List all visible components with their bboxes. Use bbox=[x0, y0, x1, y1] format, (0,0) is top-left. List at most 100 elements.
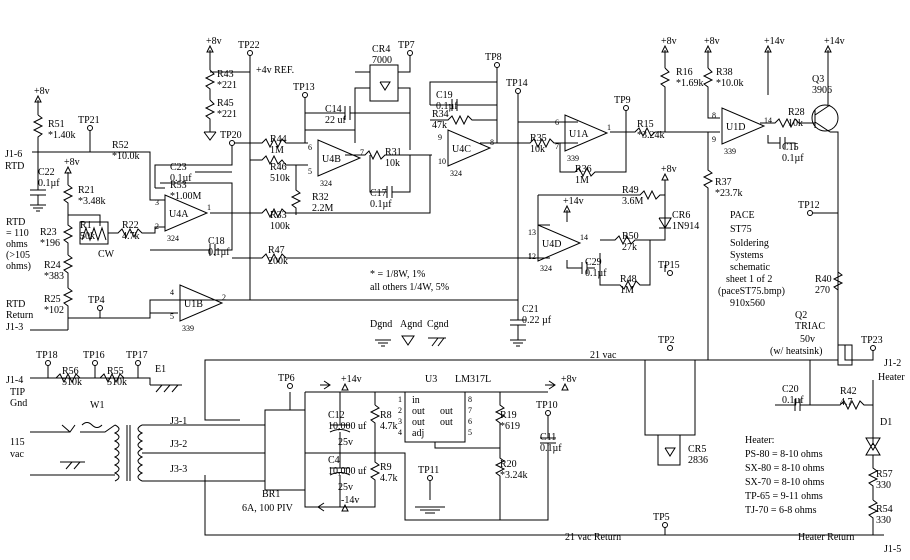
component: R25*102 bbox=[44, 294, 64, 316]
component-value: *619 bbox=[500, 421, 520, 432]
testpoint: TP9 bbox=[614, 95, 631, 111]
component: R16*1.69k bbox=[676, 67, 704, 89]
testpoint: TP4 bbox=[88, 295, 105, 311]
opamp-part: 324 bbox=[540, 264, 552, 273]
opamp-pin: 13 bbox=[528, 228, 536, 237]
component: R20*3.24k bbox=[500, 459, 528, 481]
component-ref: R20 bbox=[500, 459, 517, 470]
testpoint: TP6 bbox=[278, 373, 295, 389]
testpoint: TP18 bbox=[36, 350, 58, 366]
opamp-triangle bbox=[721, 107, 766, 145]
opamp-label: U4A bbox=[169, 209, 189, 220]
supply-label: +14v bbox=[341, 374, 362, 385]
component-value: 0.1µf bbox=[370, 199, 392, 210]
component-ref: C11 bbox=[540, 432, 556, 443]
testpoint-label: TP9 bbox=[614, 95, 631, 106]
reg-pin-in: in bbox=[412, 395, 420, 406]
component-value: *102 bbox=[44, 305, 64, 316]
schematic-text: TJ-70 = 6-8 ohms bbox=[745, 505, 817, 516]
component-ref: C15 bbox=[782, 142, 799, 153]
component-value: 22 uf bbox=[325, 115, 347, 126]
supply-layer: +8v+8v+8v+8v+8v+14v+14v+14v+8v+14v+8v-14… bbox=[34, 36, 845, 512]
testpoint-marker bbox=[870, 345, 876, 351]
testpoint-marker bbox=[135, 360, 141, 366]
supply-arrow-icon bbox=[34, 94, 42, 103]
testpoint-marker bbox=[545, 410, 551, 416]
schematic-text: ohms bbox=[6, 239, 28, 250]
component-value: 510k bbox=[62, 377, 82, 388]
opamp-pin: 8 bbox=[490, 138, 494, 147]
supply-arrow-icon bbox=[661, 172, 669, 181]
component-ref: R52 bbox=[112, 140, 129, 151]
testpoint-label: TP13 bbox=[293, 82, 315, 93]
component-ref: R54 bbox=[876, 504, 893, 515]
component-ref: R35 bbox=[530, 133, 547, 144]
component-ref: C14 bbox=[325, 104, 342, 115]
component-value: *23.7k bbox=[715, 188, 743, 199]
component-value: 2.2M bbox=[312, 203, 334, 214]
supply-rail: +8v bbox=[704, 36, 720, 53]
reg-pin-num: 1 bbox=[398, 395, 402, 404]
opamp-triangle bbox=[447, 129, 492, 167]
schematic-text: vac bbox=[10, 449, 24, 460]
supply-label: +8v bbox=[206, 36, 222, 47]
component-value: *1.40k bbox=[48, 130, 76, 141]
component: R84.7k bbox=[380, 410, 398, 432]
opamp-label: U1A bbox=[569, 129, 589, 140]
testpoint-label: TP17 bbox=[126, 350, 148, 361]
supply-label: +8v bbox=[561, 374, 577, 385]
supply-rail: +8v bbox=[64, 157, 80, 174]
testpoint-label: TP23 bbox=[861, 335, 883, 346]
schematic-text: J1-5 bbox=[884, 544, 901, 555]
schematic-text: 21 vac bbox=[590, 350, 617, 361]
opamp-label: U4B bbox=[322, 154, 341, 165]
component-value: 4.7k bbox=[380, 421, 398, 432]
supply-label: -14v bbox=[341, 495, 359, 506]
component-value: 1M bbox=[620, 285, 634, 296]
component-ref: R44 bbox=[270, 134, 287, 145]
component-value: 50k bbox=[80, 231, 95, 242]
component-value: *3.48k bbox=[78, 196, 106, 207]
schematic-text: PACE bbox=[730, 210, 755, 221]
component-ref: R37 bbox=[715, 177, 732, 188]
component: R45*221 bbox=[217, 98, 237, 120]
component-value: 3906 bbox=[812, 85, 832, 96]
supply-label: +8v bbox=[64, 157, 80, 168]
testpoint: TP12 bbox=[798, 200, 820, 216]
testpoint: TP20 bbox=[220, 130, 242, 146]
component-ref: R38 bbox=[716, 67, 733, 78]
component-label-layer: R51*1.40kR52*10.0kC220.1µfR21*3.48kR23*1… bbox=[38, 44, 893, 526]
component-ref: R34 bbox=[432, 109, 449, 120]
component-value: *221 bbox=[217, 109, 237, 120]
schematic-text: SX-70 = 8-10 ohms bbox=[745, 477, 824, 488]
testpoint-label: TP20 bbox=[220, 130, 242, 141]
reg-pin-out: out bbox=[440, 417, 453, 428]
opamp-pin: 1 bbox=[207, 203, 211, 212]
reg-pin-num: 3 bbox=[398, 417, 402, 426]
schematic-text: Cgnd bbox=[427, 319, 449, 330]
component: R94.7k bbox=[380, 462, 398, 484]
component: E1 bbox=[155, 364, 166, 375]
component-ref: R43 bbox=[217, 69, 234, 80]
reg-pin-out: out bbox=[412, 406, 425, 417]
component-value: 0.1µf bbox=[782, 153, 804, 164]
testpoint-marker bbox=[302, 92, 308, 98]
component: R21*3.48k bbox=[78, 185, 106, 207]
component-ref: C22 bbox=[38, 167, 55, 178]
supply-label: +14v bbox=[824, 36, 845, 47]
